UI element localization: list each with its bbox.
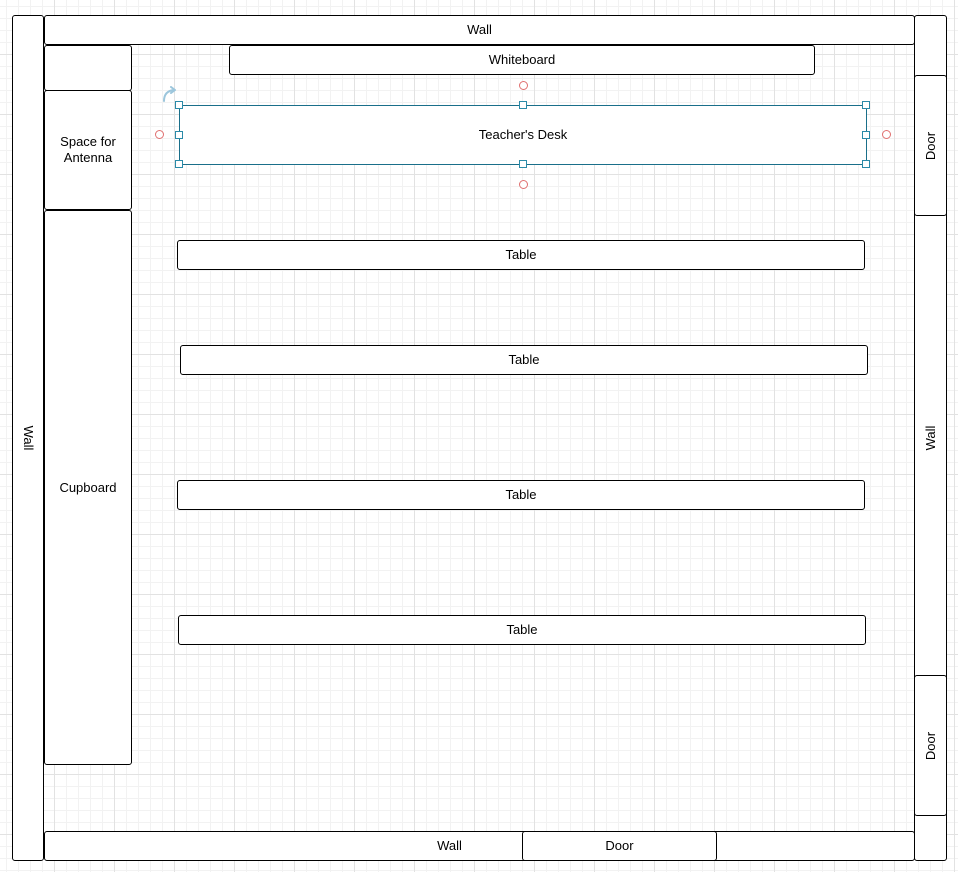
connection-point-bottom[interactable] <box>519 180 528 189</box>
table-1[interactable]: Table <box>177 240 865 270</box>
resize-handle-bottom-left[interactable] <box>175 160 183 168</box>
teachers-desk-label: Teacher's Desk <box>478 127 568 142</box>
resize-handle-top-left[interactable] <box>175 101 183 109</box>
table-2[interactable]: Table <box>180 345 868 375</box>
door-bottom-label: Door <box>605 838 634 853</box>
door-bottom-right-label: Door <box>922 731 938 760</box>
table-4[interactable]: Table <box>178 615 866 645</box>
whiteboard-label: Whiteboard <box>488 52 556 67</box>
wall-bottom-label: Wall <box>437 838 462 853</box>
whiteboard[interactable]: Whiteboard <box>229 45 815 75</box>
table-4-label: Table <box>506 622 538 637</box>
wall-bottom[interactable]: Wall <box>44 831 915 861</box>
cupboard[interactable]: Cupboard <box>44 210 132 765</box>
resize-handle-left[interactable] <box>175 131 183 139</box>
door-top-right[interactable]: Door <box>914 75 947 216</box>
door-bottom-right[interactable]: Door <box>914 675 947 816</box>
resize-handle-bottom-right[interactable] <box>862 160 870 168</box>
corner-block[interactable] <box>44 45 132 91</box>
connection-point-top[interactable] <box>519 81 528 90</box>
table-3-label: Table <box>505 487 537 502</box>
teachers-desk[interactable]: Teacher's Desk <box>179 105 867 165</box>
door-top-right-label: Door <box>922 131 938 160</box>
table-1-label: Table <box>505 247 537 262</box>
resize-handle-bottom[interactable] <box>519 160 527 168</box>
door-bottom[interactable]: Door <box>522 831 717 861</box>
wall-top[interactable]: Wall <box>44 15 915 45</box>
antenna-space-label: Space for Antenna <box>60 134 116 165</box>
wall-left[interactable]: Wall <box>12 15 44 861</box>
resize-handle-top-right[interactable] <box>862 101 870 109</box>
resize-handle-right[interactable] <box>862 131 870 139</box>
table-3[interactable]: Table <box>177 480 865 510</box>
antenna-space[interactable]: Space for Antenna <box>44 90 132 210</box>
connection-point-left[interactable] <box>155 130 164 139</box>
wall-right-label: Wall <box>922 425 938 451</box>
table-2-label: Table <box>508 352 540 367</box>
rotate-icon[interactable] <box>161 86 179 104</box>
wall-top-label: Wall <box>467 22 492 37</box>
wall-left-label: Wall <box>21 425 36 451</box>
connection-point-right[interactable] <box>882 130 891 139</box>
cupboard-label: Cupboard <box>59 479 117 495</box>
resize-handle-top[interactable] <box>519 101 527 109</box>
